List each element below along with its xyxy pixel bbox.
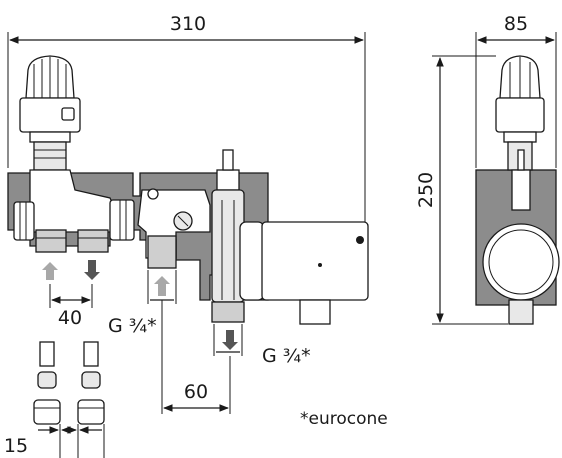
side-view <box>475 55 560 325</box>
dimension-inlet-spacing: 40 <box>58 307 82 329</box>
flow-arrow-up-middle <box>154 276 170 296</box>
footnote-eurocone: *eurocone <box>300 409 388 429</box>
flow-arrow-down-right <box>222 330 238 350</box>
flow-arrow-down-left <box>84 260 100 280</box>
flow-arrows <box>42 260 238 350</box>
dimension-fitting-spacing: 15 <box>4 435 28 457</box>
pump-assembly <box>211 149 369 325</box>
side-pump-circle <box>482 223 560 301</box>
side-thermostatic-head <box>495 55 545 171</box>
front-view <box>7 55 369 425</box>
dimension-pump-offset: 60 <box>184 381 208 403</box>
thermostatic-head <box>19 55 81 171</box>
flow-arrow-up-left <box>42 262 58 280</box>
dimension-side-width: 85 <box>504 13 528 35</box>
dimension-lines <box>7 32 557 458</box>
thread-label-right: G ¾* <box>262 345 311 367</box>
dimension-overall-width: 310 <box>170 13 206 35</box>
loose-fittings <box>33 341 105 425</box>
thread-label-left: G ¾* <box>108 315 157 337</box>
dimension-height: 250 <box>415 172 437 208</box>
bypass-valve <box>137 188 211 269</box>
mixing-valve-body <box>13 169 135 253</box>
